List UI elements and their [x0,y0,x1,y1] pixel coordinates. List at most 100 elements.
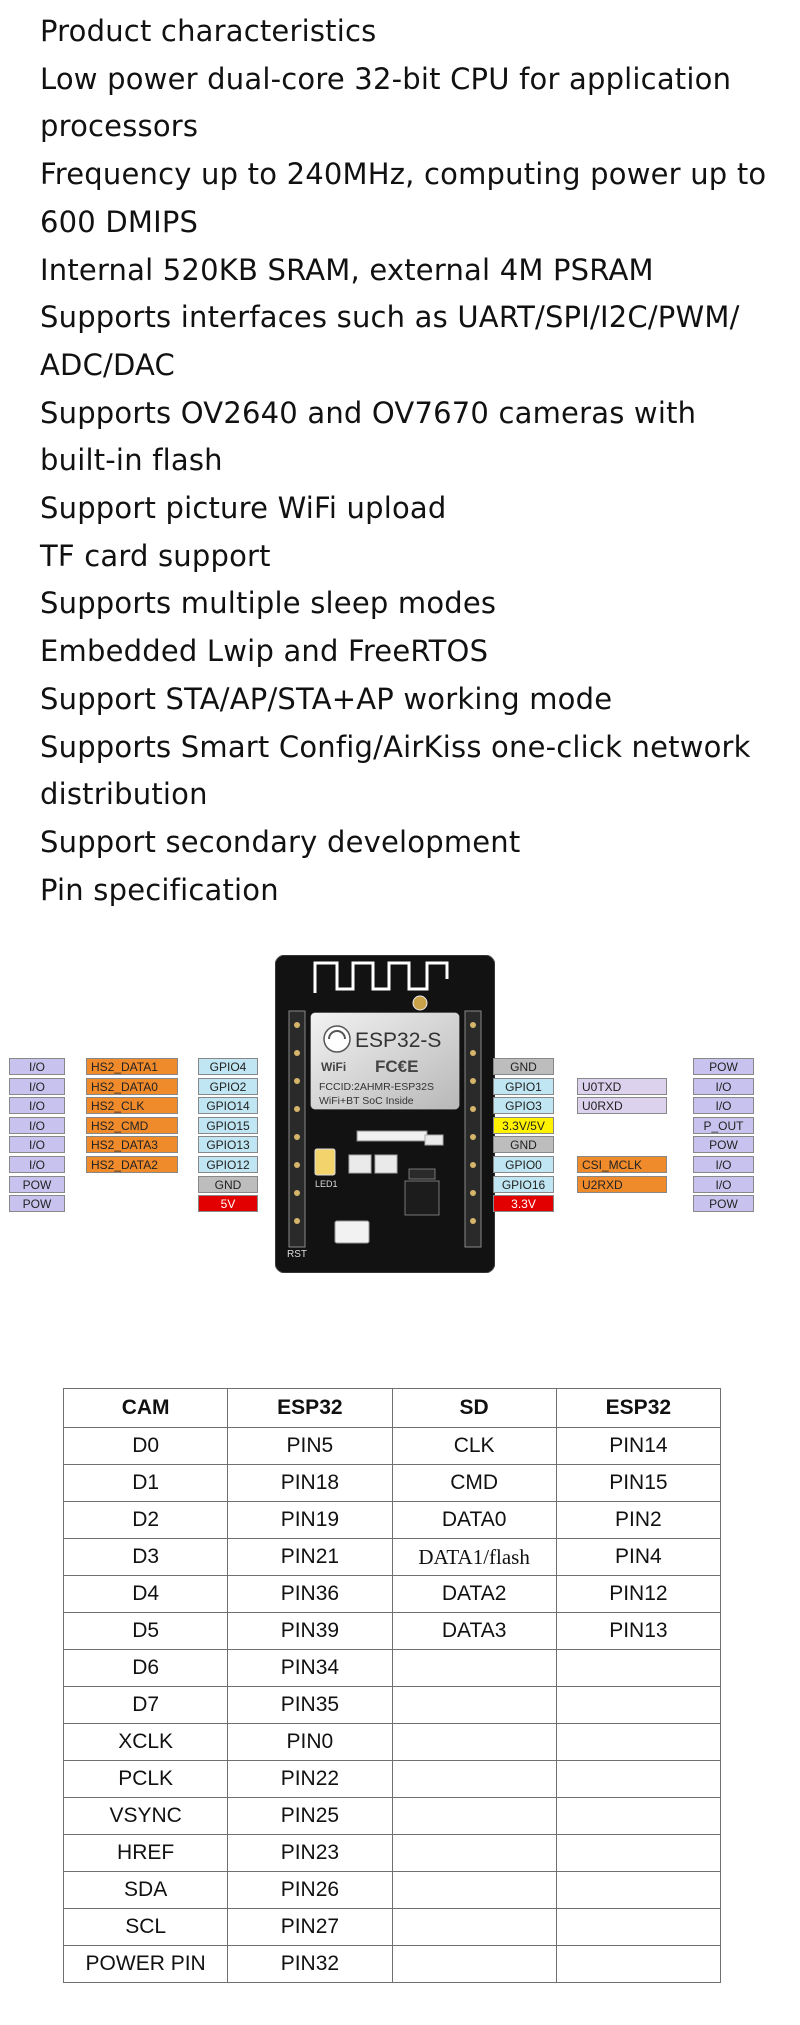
flash-led [314,1148,336,1176]
table-cell [391,1686,557,1724]
feature-line: Supports interfaces such as UART/SPI/I2C… [40,300,740,335]
table-cell [555,1797,722,1835]
table-cell [391,1871,557,1909]
table-cell [555,1945,722,1983]
right-pin-label: GPIO1 [493,1077,554,1095]
table-cell: PIN36 [227,1575,393,1613]
right-header-pins [464,1010,482,1248]
right-pin-label: GPIO3 [493,1097,554,1115]
table-cell: PIN23 [227,1834,393,1872]
left-pin-label: GPIO15 [198,1116,258,1134]
left-pin-function: HS2_CLK [86,1097,178,1115]
table-cell [391,1723,557,1761]
rst-label: RST [287,1249,307,1260]
table-cell: PIN32 [227,1945,393,1983]
right-pin-type: POW [693,1195,754,1213]
left-pin-type: I/O [9,1097,65,1115]
left-pin-type: POW [9,1195,65,1213]
table-cell: DATA0 [391,1501,557,1539]
right-pin-label: 3.3V/5V [493,1116,554,1134]
left-pin-function: HS2_DATA1 [86,1058,178,1075]
right-pin-label: 3.3V [493,1195,554,1213]
table-cell [555,1649,722,1687]
feature-line: Embedded Lwip and FreeRTOS [40,634,489,669]
right-pin-type: POW [693,1058,754,1075]
right-pin-label: GND [493,1058,554,1075]
table-cell: PIN18 [227,1464,393,1502]
left-pin-label: 5V [198,1195,258,1213]
feature-line: Low power dual-core 32-bit CPU for appli… [40,61,732,96]
left-pin-type: I/O [9,1136,65,1154]
table-cell: SCL [62,1908,229,1946]
feature-line: Internal 520KB SRAM, external 4M PSRAM [40,252,654,287]
table-cell: D7 [62,1686,229,1724]
feature-line: distribution [40,777,208,812]
left-pin-type: I/O [9,1077,65,1095]
table-cell: PIN0 [227,1723,393,1761]
table-cell: CMD [391,1464,557,1502]
wifi-bt-text: WiFi+BT SoC Inside [319,1095,414,1107]
right-pin-function: CSI_MCLK [577,1156,667,1173]
table-cell [555,1908,722,1946]
table-cell: PCLK [62,1760,229,1798]
feature-line: Pin specification [40,872,279,907]
feature-line: Support picture WiFi upload [40,491,447,526]
table-cell: PIN22 [227,1760,393,1798]
table-cell [391,1649,557,1687]
feature-line: Support STA/AP/STA+AP working mode [40,681,613,716]
right-pin-label: GND [493,1136,554,1154]
feature-line: Support secondary development [40,824,521,859]
table-cell [391,1945,557,1983]
right-pin-function: U0RXD [577,1097,667,1115]
table-cell: PIN2 [555,1501,722,1539]
table-cell: PIN39 [227,1612,393,1650]
left-pin-label: GPIO12 [198,1156,258,1173]
table-cell: D3 [62,1538,229,1576]
esp32-cam-board: ESP32-S WiFi FC€E FCCID:2AHMR-ESP32S WiF… [275,955,495,1273]
table-cell: D4 [62,1575,229,1613]
feature-line: Supports multiple sleep modes [40,586,497,621]
feature-line: Supports OV2640 and OV7670 cameras with [40,395,697,430]
table-cell: PIN4 [555,1538,722,1576]
column-header: ESP32 [227,1388,393,1428]
left-pin-function: HS2_DATA3 [86,1136,178,1154]
pin-diagram: ESP32-S WiFi FC€E FCCID:2AHMR-ESP32S WiF… [0,955,800,1285]
right-pin-type: I/O [693,1097,754,1115]
right-pin-label: GPIO16 [493,1175,554,1193]
table-cell: PIN21 [227,1538,393,1576]
table-cell: SDA [62,1871,229,1909]
table-cell: D6 [62,1649,229,1687]
table-cell: POWER PIN [62,1945,229,1983]
led-label: LED1 [315,1179,338,1189]
table-cell: PIN34 [227,1649,393,1687]
table-cell: PIN12 [555,1575,722,1613]
right-pin-pads [470,1022,476,1224]
column-header: CAM [62,1388,229,1428]
feature-line: processors [40,109,199,144]
feature-line: Supports Smart Config/AirKiss one-click … [40,729,751,764]
right-pin-function: U0TXD [577,1077,667,1095]
camera-connector [356,1130,428,1142]
table-cell: XCLK [62,1723,229,1761]
table-cell [555,1871,722,1909]
left-pin-type: I/O [9,1116,65,1134]
table-cell: DATA1/flash [391,1538,557,1576]
table-cell: PIN19 [227,1501,393,1539]
espressif-logo-icon [323,1025,351,1053]
left-pin-function: HS2_DATA2 [86,1156,178,1173]
column-header: SD [391,1388,557,1428]
ce-mark: FC€E [375,1057,418,1076]
left-pin-function: HS2_DATA0 [86,1077,178,1095]
table-cell: VSYNC [62,1797,229,1835]
